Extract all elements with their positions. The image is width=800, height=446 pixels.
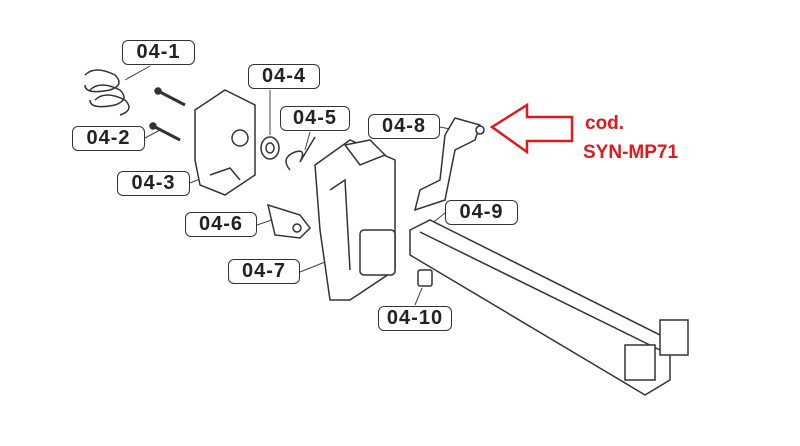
part-label-04-2: 04-2 xyxy=(72,126,145,151)
part-label-04-4: 04-4 xyxy=(248,64,320,89)
part-label-04-10: 04-10 xyxy=(378,306,452,331)
sear-part xyxy=(413,117,485,212)
code-prefix: cod. xyxy=(585,113,625,134)
part-label-04-3: 04-3 xyxy=(117,171,190,196)
part-label-04-7: 04-7 xyxy=(228,259,300,284)
red-arrow-icon xyxy=(489,102,574,155)
small-screw-part xyxy=(417,269,433,287)
spring-part xyxy=(84,69,130,116)
part-label-04-9: 04-9 xyxy=(445,200,518,225)
rail-part xyxy=(409,219,689,396)
product-code: SYN-MP71 xyxy=(583,142,679,163)
part-label-04-1: 04-1 xyxy=(122,40,195,65)
block-part xyxy=(194,89,256,196)
part-label-04-6: 04-6 xyxy=(185,212,257,237)
bushing-part xyxy=(260,136,280,160)
screw-parts xyxy=(149,87,186,142)
leader-lines xyxy=(124,65,456,306)
torsion-spring-part xyxy=(285,136,316,171)
part-label-04-8: 04-8 xyxy=(368,114,440,139)
housing-part xyxy=(314,139,396,301)
lever-part xyxy=(266,203,311,239)
part-label-04-5: 04-5 xyxy=(280,106,350,131)
